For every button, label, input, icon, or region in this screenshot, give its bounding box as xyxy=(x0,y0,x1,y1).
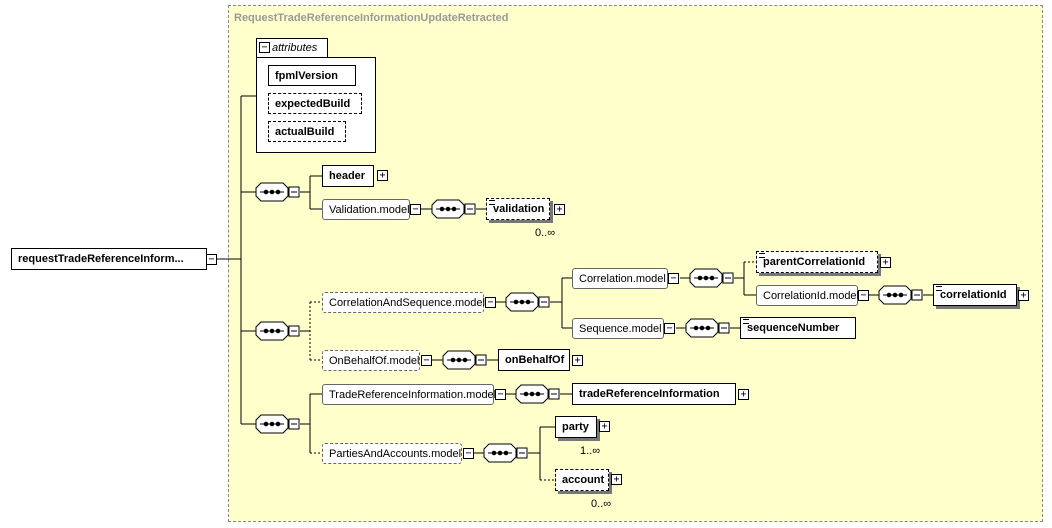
correlation-id-model-group[interactable]: CorrelationId.model xyxy=(756,285,859,306)
on-behalf-of-model-group[interactable]: OnBehalfOf.model xyxy=(322,350,420,371)
party-element[interactable]: party xyxy=(555,416,597,438)
correlation-id-element[interactable]: correlationId xyxy=(933,284,1017,306)
party-label: party xyxy=(562,421,589,433)
correlation-and-sequence-model-group[interactable]: CorrelationAndSequence.model xyxy=(322,292,485,313)
account-cardinality: 0..∞ xyxy=(591,498,612,510)
attributes-tab-label: attributes xyxy=(272,42,318,54)
documentation-icon xyxy=(743,319,749,324)
correlation-id-model-label: CorrelationId.model xyxy=(763,289,859,302)
attribute-fpmlversion[interactable]: fpmlVersion xyxy=(268,65,356,86)
validation-model-label: Validation.model xyxy=(329,203,410,216)
attribute-label: actualBuild xyxy=(275,125,335,138)
complex-type-title: RequestTradeReferenceInformationUpdateRe… xyxy=(234,12,509,24)
party-cardinality: 1..∞ xyxy=(580,445,601,457)
plus-icon[interactable]: + xyxy=(611,474,622,485)
correlation-and-sequence-label: CorrelationAndSequence.model xyxy=(329,296,485,309)
plus-icon[interactable]: + xyxy=(599,421,610,432)
sequence-model-label: Sequence.model xyxy=(579,322,662,335)
minus-icon[interactable]: − xyxy=(463,448,474,459)
attribute-label: fpmlVersion xyxy=(275,69,338,82)
attribute-label: expectedBuild xyxy=(275,97,351,110)
on-behalf-of-model-label: OnBehalfOf.model xyxy=(329,354,420,367)
correlation-model-group[interactable]: Correlation.model xyxy=(572,268,668,289)
header-label: header xyxy=(329,170,366,182)
plus-icon[interactable]: + xyxy=(880,257,891,268)
root-element-label: requestTradeReferenceInform... xyxy=(18,253,184,265)
correlation-model-label: Correlation.model xyxy=(579,272,666,285)
parties-and-accounts-model-group[interactable]: PartiesAndAccounts.model xyxy=(322,443,462,464)
on-behalf-of-label: onBehalfOf xyxy=(505,354,565,366)
validation-label: validation xyxy=(493,203,545,215)
attribute-actualbuild[interactable]: actualBuild xyxy=(268,121,346,142)
plus-icon[interactable]: + xyxy=(377,170,388,181)
minus-icon[interactable]: − xyxy=(485,297,496,308)
minus-icon[interactable]: − xyxy=(858,290,869,301)
attribute-expectedbuild[interactable]: expectedBuild xyxy=(268,93,362,114)
correlation-id-label: correlationId xyxy=(940,289,1007,301)
minus-icon[interactable]: − xyxy=(664,323,675,334)
account-label: account xyxy=(562,474,605,486)
attributes-tab[interactable] xyxy=(256,38,328,58)
plus-icon[interactable]: + xyxy=(1018,290,1029,301)
minus-icon[interactable]: − xyxy=(259,42,270,53)
validation-model-group[interactable]: Validation.model xyxy=(322,199,410,220)
sequence-number-element[interactable]: sequenceNumber xyxy=(740,317,856,339)
sequence-model-group[interactable]: Sequence.model xyxy=(572,318,664,339)
on-behalf-of-element[interactable]: onBehalfOf xyxy=(498,349,570,371)
trade-reference-information-label: tradeReferenceInformation xyxy=(579,388,720,400)
minus-icon[interactable]: − xyxy=(495,389,506,400)
documentation-icon xyxy=(759,253,765,258)
documentation-icon xyxy=(489,200,495,205)
plus-icon[interactable]: + xyxy=(738,389,749,400)
minus-icon[interactable]: − xyxy=(410,204,421,215)
parent-correlation-id-element[interactable]: parentCorrelationId xyxy=(756,251,878,273)
header-element[interactable]: header xyxy=(322,165,374,187)
sequence-number-label: sequenceNumber xyxy=(747,322,840,334)
parties-and-accounts-model-label: PartiesAndAccounts.model xyxy=(329,447,462,460)
root-element[interactable]: requestTradeReferenceInform... xyxy=(11,248,207,270)
trade-reference-information-model-label: TradeReferenceInformation.model xyxy=(329,388,497,401)
minus-icon[interactable]: − xyxy=(668,273,679,284)
minus-icon[interactable]: − xyxy=(421,355,432,366)
plus-icon[interactable]: + xyxy=(554,204,565,215)
trade-reference-information-model-group[interactable]: TradeReferenceInformation.model xyxy=(322,384,497,405)
parent-correlation-id-label: parentCorrelationId xyxy=(763,256,866,268)
account-element[interactable]: account xyxy=(555,469,609,491)
validation-element[interactable]: validation xyxy=(486,198,550,220)
plus-icon[interactable]: + xyxy=(572,355,583,366)
validation-cardinality: 0..∞ xyxy=(535,227,556,239)
documentation-icon xyxy=(936,286,942,291)
trade-reference-information-element[interactable]: tradeReferenceInformation xyxy=(572,383,736,405)
minus-icon[interactable]: − xyxy=(206,254,217,265)
